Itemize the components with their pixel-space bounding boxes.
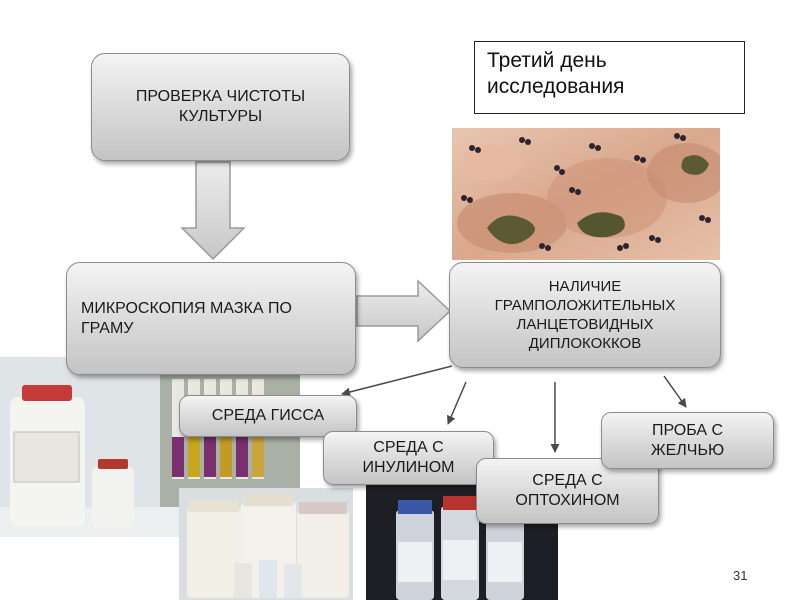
inulin-medium-label: СРЕДА С ИНУЛИНОМ bbox=[362, 438, 454, 477]
right-block-arrow bbox=[357, 281, 450, 341]
down-block-arrow bbox=[182, 162, 244, 259]
giss-medium-label: СРЕДА ГИССА bbox=[212, 406, 324, 426]
connector-to-bile bbox=[664, 376, 686, 407]
connector-to-giss bbox=[342, 366, 452, 394]
powder-jars-photo bbox=[179, 488, 353, 600]
purity-check-label: ПРОВЕРКА ЧИСТОТЫ КУЛЬТУРЫ bbox=[136, 87, 305, 126]
micrograph-photo bbox=[452, 128, 720, 260]
optochin-medium-label: СРЕДА С ОПТОХИНОМ bbox=[515, 471, 619, 510]
gram-stain-label: МИКРОСКОПИЯ МАЗКА ПО ГРАМУ bbox=[81, 299, 292, 338]
diplococci-label: НАЛИЧИЕ ГРАМПОЛОЖИТЕЛЬНЫХ ЛАНЦЕТОВИДНЫХ … bbox=[495, 277, 676, 354]
bile-test-label: ПРОБА С ЖЕЛЧЬЮ bbox=[651, 421, 724, 460]
page-number: 31 bbox=[733, 568, 747, 583]
inulin-medium-box: СРЕДА С ИНУЛИНОМ bbox=[323, 431, 494, 485]
diplococci-box: НАЛИЧИЕ ГРАМПОЛОЖИТЕЛЬНЫХ ЛАНЦЕТОВИДНЫХ … bbox=[449, 262, 721, 368]
connector-to-inulin bbox=[448, 382, 466, 424]
purity-check-box: ПРОВЕРКА ЧИСТОТЫ КУЛЬТУРЫ bbox=[91, 53, 350, 161]
gram-stain-box: МИКРОСКОПИЯ МАЗКА ПО ГРАМУ bbox=[66, 262, 356, 375]
slide-title: Третий день исследования bbox=[474, 41, 745, 114]
bile-test-box: ПРОБА С ЖЕЛЧЬЮ bbox=[601, 412, 774, 469]
